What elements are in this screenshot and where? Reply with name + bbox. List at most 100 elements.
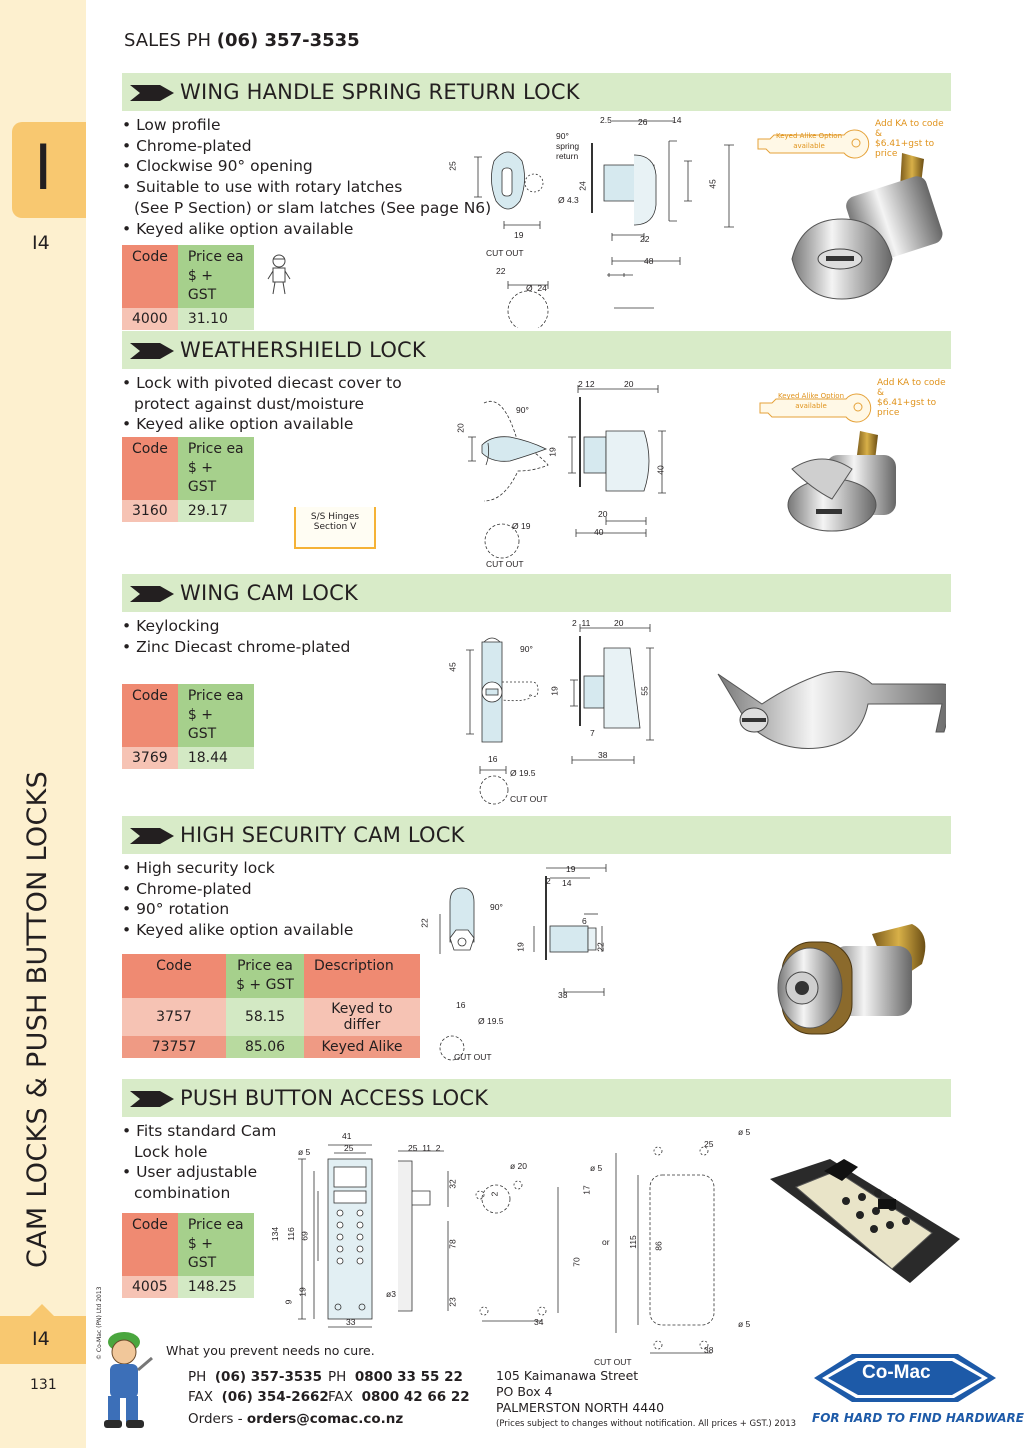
disclaimer: (Prices subject to changes without notif… [496, 1419, 797, 1429]
price-cell: 18.44 [177, 747, 254, 769]
fax-number: (06) 354-2662 [221, 1389, 329, 1405]
dim-label: 134 [270, 1226, 281, 1242]
section-tab: I [12, 122, 86, 218]
feature-item: • User adjustable [122, 1163, 258, 1182]
dim-label: 40 [594, 527, 604, 537]
dim-label: 20 [598, 509, 608, 519]
bottom-code: I4 [32, 1328, 50, 1350]
price-header: Price ea$ + GST [177, 245, 254, 308]
technical-drawing [468, 385, 666, 559]
dim-label: 17 [581, 1185, 592, 1195]
sales-number: (06) 357-3535 [216, 30, 360, 51]
dim-label: 2.5 [600, 115, 612, 125]
code-cell: 73757 [122, 1036, 226, 1058]
price-cell: 148.25 [177, 1276, 254, 1298]
dim-label: Ø 4.3 [558, 195, 579, 205]
feature-item: • Keylocking [122, 617, 220, 635]
dim-label: 70 [571, 1257, 582, 1267]
code-header: Code [122, 437, 178, 500]
dim-label: Ø 19.5 [510, 768, 536, 778]
mascot-icon [267, 254, 291, 295]
feature-item: • Chrome-plated [122, 879, 252, 898]
feature-item: • 90° rotation [122, 900, 230, 919]
bottom-tab: I4 [0, 1304, 86, 1364]
phone-number: 0800 33 55 22 [354, 1369, 463, 1385]
arrow-icon [130, 828, 174, 844]
dim-label: 16 [488, 754, 498, 764]
dim-label: 19 [549, 686, 560, 696]
dim-label: 14 [672, 115, 682, 125]
dim-label: 40 [655, 465, 666, 475]
footer-tagline: What you prevent needs no cure. [166, 1343, 375, 1358]
description-header: Description [304, 954, 420, 998]
code-cell: 3757 [122, 998, 226, 1036]
dim-label: 33 [558, 990, 568, 1000]
section-header: WEATHERSHIELD LOCK [122, 331, 951, 369]
dim-label: ø 5 [590, 1163, 603, 1173]
section-title: HIGH SECURITY CAM LOCK [180, 823, 465, 847]
dim-label: ø3 [386, 1289, 396, 1299]
dim-label: 14 [562, 878, 572, 888]
dim-label: 25 11 2 [408, 1143, 441, 1153]
dim-label: 19 [514, 230, 524, 240]
product-photo [791, 153, 943, 300]
dim-label: 78 [447, 1239, 458, 1249]
dim-label: 25 [447, 161, 458, 171]
cutout-label: CUT OUT [486, 248, 524, 258]
feature-item: • Keyed alike option available [122, 921, 354, 940]
code-cell: 3160 [122, 500, 178, 522]
feature-item: • Keyed alike option available [122, 415, 354, 434]
orders-email[interactable]: orders@comac.co.nz [246, 1411, 404, 1427]
feature-list: • High security lock • Chrome-plated • 9… [122, 858, 951, 941]
dim-label: 22 [496, 266, 506, 276]
code-cell: 4005 [122, 1276, 178, 1298]
dim-label: 22 [419, 918, 430, 928]
dim-label: Ø 24 [526, 283, 547, 293]
section-header: PUSH BUTTON ACCESS LOCK [122, 1079, 951, 1117]
dim-label: 24 [577, 181, 588, 191]
dim-label: 32 [447, 1179, 458, 1189]
dim-label: 16 [456, 1000, 466, 1010]
cutout-label: CUT OUT [594, 1357, 632, 1367]
dim-label: 22 [595, 942, 606, 952]
section-header: HIGH SECURITY CAM LOCK [122, 816, 951, 854]
dim-label: 20 [614, 618, 624, 628]
feature-item: • Keyed alike option available [122, 219, 354, 238]
product-photo [777, 924, 926, 1035]
ka-note: Add KA to code &$6.41+gst to price [877, 378, 946, 418]
technical-drawing [466, 624, 654, 805]
price-header: Price ea$ + GST [226, 954, 304, 998]
feature-item: (See P Section) or slam latches (See pag… [134, 198, 492, 217]
section-code: I4 [32, 232, 50, 254]
dim-label: 19 [515, 942, 526, 952]
product-photo [770, 1159, 960, 1283]
code-header: Code [122, 684, 178, 747]
price-cell: 58.15 [226, 998, 304, 1036]
dim-label: 7 [590, 728, 595, 738]
price-header: Price ea$ + GST [177, 684, 254, 747]
dim-label: 6 [582, 916, 587, 926]
dim-label: ø 5 [738, 1127, 751, 1137]
page-number: 131 [30, 1377, 57, 1393]
sales-label: SALES PH [124, 30, 212, 51]
section-title: WEATHERSHIELD LOCK [180, 338, 426, 362]
dim-label: 20 [624, 379, 634, 389]
dim-label: 26 [638, 117, 648, 127]
feature-item: Lock hole [134, 1142, 208, 1161]
sidebar [0, 0, 86, 1448]
feature-list: • Keylocking • Zinc Diecast chrome-plate… [122, 616, 951, 657]
dim-label: 116 [285, 1227, 296, 1241]
price-cell: 85.06 [226, 1036, 304, 1058]
rotation-label: 90° [516, 405, 529, 415]
dim-label: 38 [704, 1345, 714, 1355]
feature-item: combination [134, 1184, 231, 1203]
dim-label: 86 [653, 1241, 664, 1251]
dim-label: 9 [283, 1299, 294, 1305]
dim-label: 19 [297, 1287, 308, 1297]
section-push-button: PUSH BUTTON ACCESS LOCK • Fits standard … [122, 1079, 960, 1367]
code-cell: 3769 [122, 747, 178, 769]
